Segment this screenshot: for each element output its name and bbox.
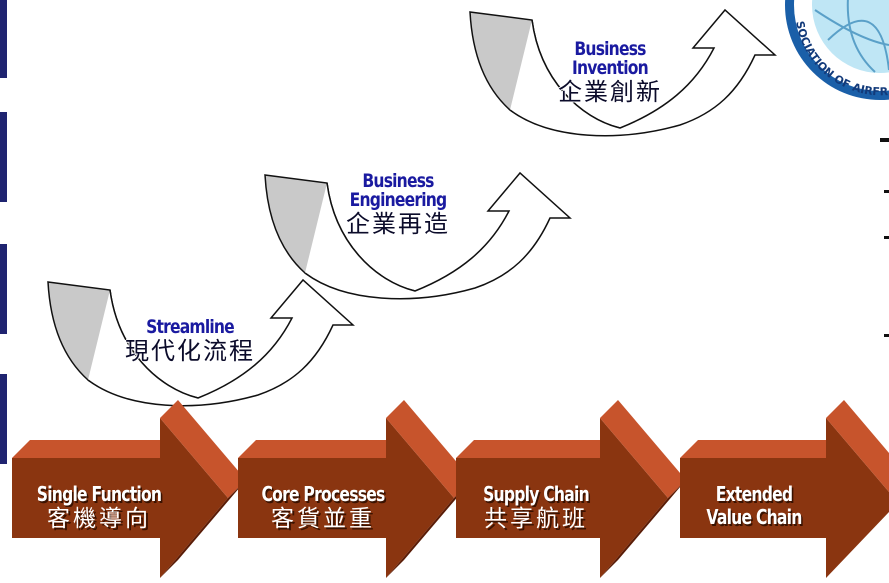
- label-invention: Business Invention 企業創新: [530, 38, 690, 106]
- step-2-zh: 客貨並重: [271, 506, 375, 532]
- step-arrow-1: [12, 400, 246, 578]
- step-label-3: Supply Chain 共享航班: [446, 484, 626, 531]
- sidebar-tab-3: [0, 244, 7, 334]
- sidebar-tab-1: [0, 0, 7, 78]
- step-1-en: Single Function: [36, 482, 162, 506]
- step-4-en-2: Value Chain: [706, 505, 802, 529]
- curve-arrow-streamline: [47, 278, 355, 407]
- step-label-4: Extended Value Chain: [664, 484, 844, 527]
- label-invention-en-2: Invention: [572, 57, 649, 79]
- label-streamline: Streamline 現代化流程: [100, 316, 280, 365]
- step-label-2: Core Processes 客貨並重: [228, 484, 418, 531]
- label-engineering-en-1: Business: [362, 170, 434, 192]
- label-invention-en-1: Business: [574, 38, 646, 60]
- step-arrow-3: [456, 400, 686, 578]
- step-label-1: Single Function 客機導向: [4, 484, 194, 531]
- sidebar-tab-4: [0, 374, 7, 464]
- label-streamline-en: Streamline: [146, 316, 235, 338]
- bullet-mark-3: [884, 236, 889, 239]
- step-4-en-1: Extended: [715, 482, 793, 506]
- step-arrow-2: [238, 400, 472, 578]
- step-3-en: Supply Chain: [483, 482, 590, 506]
- label-invention-zh: 企業創新: [558, 78, 662, 106]
- curve-arrow-engineering: [264, 171, 572, 300]
- label-streamline-zh: 現代化流程: [125, 337, 255, 365]
- step-2-en: Core Processes: [261, 482, 385, 506]
- label-engineering-zh: 企業再造: [346, 210, 450, 238]
- bullet-mark-1: [880, 138, 889, 142]
- label-engineering-en-2: Engineering: [349, 189, 448, 211]
- label-engineering: Business Engineering 企業再造: [318, 170, 478, 238]
- bullet-mark-4: [884, 334, 889, 337]
- bullet-mark-2: [884, 190, 889, 193]
- step-1-zh: 客機導向: [47, 506, 151, 532]
- step-arrow-4: [680, 400, 889, 578]
- step-3-zh: 共享航班: [484, 506, 588, 532]
- curve-arrow-invention: [469, 8, 777, 137]
- sidebar-tab-2: [0, 112, 7, 202]
